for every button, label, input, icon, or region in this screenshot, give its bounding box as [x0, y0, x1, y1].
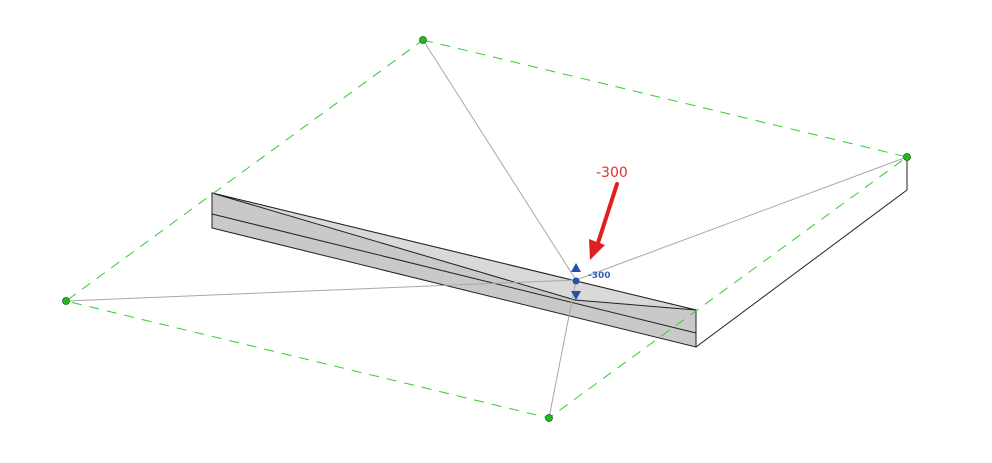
- slab-right-bottom-edge: [695, 189, 908, 348]
- slab-boundary-dashed: [64, 39, 909, 419]
- lower-point-down-icon[interactable]: [571, 291, 581, 300]
- annotation-label: -300: [596, 165, 628, 181]
- shape-edit-lines: [65, 39, 908, 419]
- point-elevation-value[interactable]: -300: [588, 271, 611, 281]
- vertex-handle-bottom[interactable]: [545, 414, 553, 422]
- vertex-handle-top[interactable]: [419, 36, 427, 44]
- raise-point-up-icon[interactable]: [571, 263, 581, 272]
- vertex-handle-right[interactable]: [903, 153, 911, 161]
- slab-face-edge: [211, 213, 697, 334]
- vertex-handle-left[interactable]: [62, 297, 70, 305]
- slab-left-face: [211, 192, 697, 348]
- annotation-arrow: [589, 182, 619, 260]
- center-point-handle[interactable]: [572, 277, 580, 285]
